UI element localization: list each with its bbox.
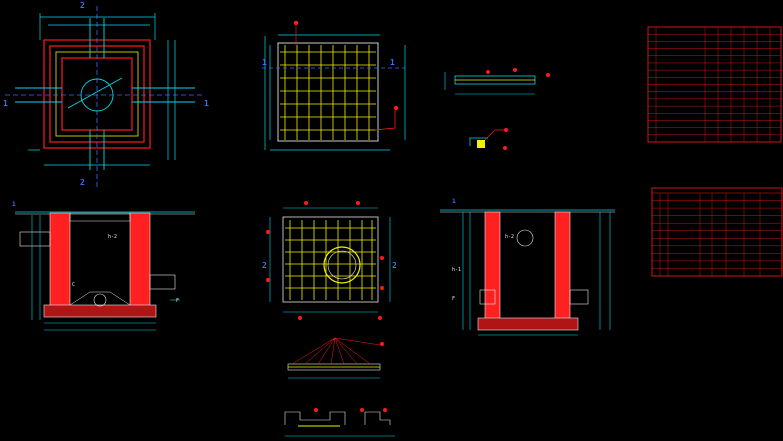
inlet-label-right: h-2 (505, 234, 514, 240)
section-left-benching (69, 291, 131, 306)
detail-lintel (284, 408, 395, 437)
mesh2-rebar (285, 220, 376, 300)
rebar-table-outline (651, 187, 783, 277)
section-left-slab (69, 212, 131, 222)
section-right-wall-left (484, 211, 501, 323)
lintel-outline-right (364, 411, 391, 425)
rebar-schedule-table (651, 187, 783, 277)
plan-mesh-dimensions (264, 34, 406, 151)
mesh2-outline (282, 216, 379, 303)
section-right-pipes (479, 229, 589, 305)
plan-mesh-callout-marker (393, 105, 399, 111)
section-mark-left: 2 (262, 261, 267, 270)
lintel-markers (314, 408, 387, 412)
inlet-label-left: h-2 (108, 234, 117, 240)
fan-detail-marker (380, 342, 384, 346)
detail-bar-markers (486, 68, 550, 77)
section-right-base (477, 317, 579, 331)
plan-view-left: 2 2 1 1 (3, 1, 209, 190)
detail-hook-marker (504, 128, 508, 132)
plan-left-section-lines (5, 6, 205, 190)
rebar-table-grid (652, 193, 782, 276)
section-mark-right: 2 (392, 261, 397, 270)
outlet-label-left: C (72, 282, 75, 288)
section-mark-left: 1 (262, 58, 267, 67)
base-label-left: F (176, 298, 179, 304)
schedule-grid (648, 27, 781, 142)
detail-hook-block (477, 140, 485, 148)
detail-bar-dims (444, 72, 535, 95)
plan-left-top-dimensions (28, 13, 176, 166)
detail-hook-dim (469, 137, 488, 146)
plan-mesh-rebar (280, 45, 376, 140)
pipe-label-right: h-1 (452, 267, 461, 273)
section-elevation-left: 1 h-2 C F (12, 201, 195, 331)
mesh2-callout-markers (266, 201, 384, 320)
section-left-base (43, 304, 157, 318)
section-mark-bottom: 2 (80, 178, 85, 187)
section-mark-right: 1 (390, 58, 395, 67)
section-mark-left: 1 (3, 99, 8, 108)
section-right-wall-right (554, 211, 571, 323)
quantities-schedule-table (647, 26, 782, 143)
plan-view-mesh: 1 1 (262, 20, 406, 151)
mesh2-opening-inner (327, 250, 357, 280)
mesh2-opening-outer (323, 246, 361, 284)
base-label-right: F (452, 296, 455, 302)
detail-hook-marker-2 (503, 146, 507, 150)
mesh2-dimensions (269, 207, 391, 313)
section-left-wall-left (49, 212, 71, 314)
section-elevation-right: 1 h-2 h-1 F (440, 198, 615, 336)
section-left-wall-right (129, 212, 151, 314)
ground-mark-right: 1 (452, 198, 456, 205)
plan-mesh-leader (374, 110, 396, 131)
ground-mark-left: 1 (12, 201, 16, 208)
section-mark-right: 1 (204, 99, 209, 108)
plan-mesh-outline (277, 42, 379, 142)
detail-hook-leader (484, 129, 505, 141)
detail-fan-rebar (287, 337, 384, 379)
section-mark-top: 2 (80, 1, 85, 10)
section-left-pipes (19, 231, 176, 307)
fan-detail-leaders (291, 337, 381, 365)
plan-view-mesh-2: 2 2 (262, 201, 397, 320)
rebar-detail-hook (469, 128, 508, 150)
section-left-dimensions (31, 215, 180, 331)
rebar-detail-bar (444, 68, 550, 95)
lintel-outline-left (284, 411, 346, 425)
section-right-dimensions (462, 212, 611, 336)
